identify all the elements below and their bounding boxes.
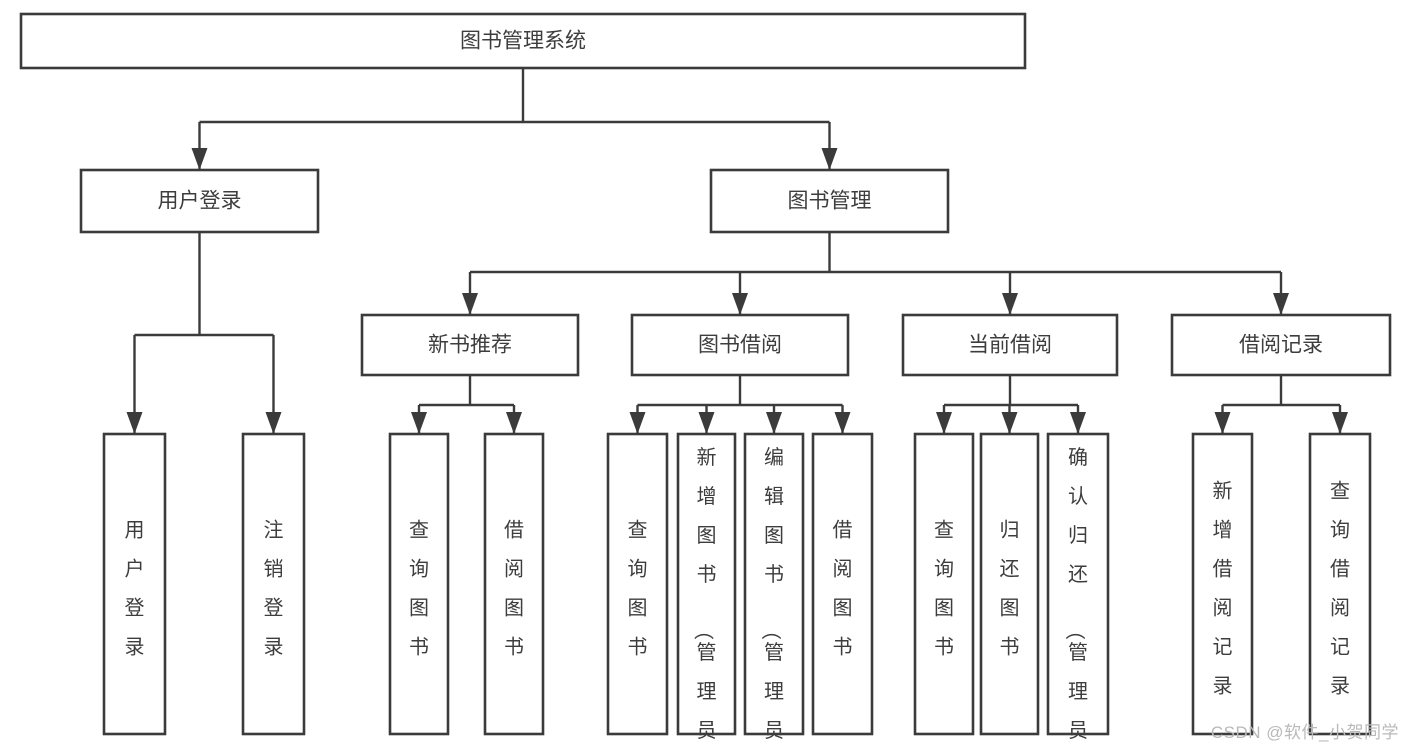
connector-group-book-manage: [462, 232, 1289, 315]
node-current-borrow[interactable]: 当前借阅: [901, 313, 1119, 377]
node-box-user-login[interactable]: [79, 168, 320, 234]
connector-group-borrow-record: [1214, 375, 1348, 434]
node-label-current-borrow: 当前借阅: [968, 334, 1052, 357]
node-label-leaf-add-borrow-record: 新增借阅记录: [1213, 479, 1233, 697]
node-leaf-user-logout[interactable]: 注销登录: [241, 432, 306, 736]
node-box-leaf-query-book-3[interactable]: [913, 432, 975, 736]
node-new-book-recommend[interactable]: 新书推荐: [360, 313, 580, 377]
node-box-leaf-borrow-book-2[interactable]: [811, 432, 874, 736]
node-leaf-query-book-1[interactable]: 查询图书: [388, 432, 450, 736]
node-box-root[interactable]: [19, 12, 1027, 70]
node-box-leaf-add-book[interactable]: [676, 432, 737, 736]
connector-group-book-borrow: [629, 375, 851, 434]
node-user-login[interactable]: 用户登录: [79, 168, 320, 234]
node-leaf-query-borrow-record[interactable]: 查询借阅记录: [1308, 432, 1372, 736]
node-box-leaf-query-book-2[interactable]: [606, 432, 669, 736]
node-label-leaf-user-logout: 注销登录: [264, 518, 284, 658]
node-leaf-confirm-return[interactable]: 确认归还（管理员）: [1046, 432, 1110, 747]
node-label-leaf-edit-book: 编辑图书（管理员）: [759, 446, 784, 747]
node-box-book-manage[interactable]: [709, 168, 950, 234]
node-label-leaf-query-book-1: 查询图书: [409, 518, 429, 658]
connector-group-user-login: [126, 232, 282, 434]
node-box-leaf-return-book[interactable]: [979, 432, 1040, 736]
node-box-leaf-borrow-book-1[interactable]: [483, 432, 545, 736]
node-box-leaf-edit-book[interactable]: [743, 432, 805, 736]
connector-group-current-borrow: [936, 375, 1086, 434]
node-book-borrow[interactable]: 图书借阅: [630, 313, 850, 377]
node-box-current-borrow[interactable]: [901, 313, 1119, 377]
node-box-leaf-add-borrow-record[interactable]: [1191, 432, 1254, 736]
node-label-leaf-query-borrow-record: 查询借阅记录: [1330, 479, 1350, 697]
node-leaf-add-borrow-record[interactable]: 新增借阅记录: [1191, 432, 1254, 736]
node-label-leaf-query-book-3: 查询图书: [934, 518, 954, 658]
node-book-manage[interactable]: 图书管理: [709, 168, 950, 234]
node-borrow-record[interactable]: 借阅记录: [1170, 313, 1392, 377]
connector-layer: [126, 68, 1348, 434]
node-label-leaf-query-book-2: 查询图书: [628, 518, 648, 658]
node-leaf-return-book[interactable]: 归还图书: [979, 432, 1040, 736]
node-box-leaf-user-logout[interactable]: [241, 432, 306, 736]
node-label-user-login: 用户登录: [158, 190, 242, 213]
node-label-borrow-record: 借阅记录: [1239, 334, 1323, 357]
node-box-book-borrow[interactable]: [630, 313, 850, 377]
node-label-book-borrow: 图书借阅: [698, 334, 782, 357]
node-label-leaf-add-book: 新增图书（管理员）: [692, 446, 717, 747]
node-box-leaf-user-login[interactable]: [102, 432, 167, 736]
node-layer: 图书管理系统用户登录图书管理新书推荐图书借阅当前借阅借阅记录用户登录注销登录查询…: [19, 12, 1392, 747]
connector-group-root: [191, 68, 838, 170]
node-label-book-manage: 图书管理: [788, 190, 872, 213]
node-leaf-borrow-book-1[interactable]: 借阅图书: [483, 432, 545, 736]
node-box-leaf-query-borrow-record[interactable]: [1308, 432, 1372, 736]
node-leaf-query-book-3[interactable]: 查询图书: [913, 432, 975, 736]
node-leaf-borrow-book-2[interactable]: 借阅图书: [811, 432, 874, 736]
node-leaf-add-book[interactable]: 新增图书（管理员）: [676, 432, 737, 747]
node-box-new-book-recommend[interactable]: [360, 313, 580, 377]
node-leaf-edit-book[interactable]: 编辑图书（管理员）: [743, 432, 805, 747]
node-label-leaf-return-book: 归还图书: [1000, 518, 1020, 658]
node-label-leaf-borrow-book-1: 借阅图书: [504, 518, 524, 658]
node-label-root: 图书管理系统: [460, 30, 586, 53]
node-box-leaf-query-book-1[interactable]: [388, 432, 450, 736]
node-box-borrow-record[interactable]: [1170, 313, 1392, 377]
node-label-new-book-recommend: 新书推荐: [428, 334, 512, 357]
node-label-leaf-user-login: 用户登录: [125, 519, 145, 658]
node-label-leaf-confirm-return: 确认归还（管理员）: [1063, 446, 1088, 747]
node-leaf-query-book-2[interactable]: 查询图书: [606, 432, 669, 736]
node-label-leaf-borrow-book-2: 借阅图书: [833, 518, 853, 658]
node-box-leaf-confirm-return[interactable]: [1046, 432, 1110, 736]
node-leaf-user-login[interactable]: 用户登录: [102, 432, 167, 736]
node-root[interactable]: 图书管理系统: [19, 12, 1027, 70]
connector-group-new-book-recommend: [411, 375, 522, 434]
